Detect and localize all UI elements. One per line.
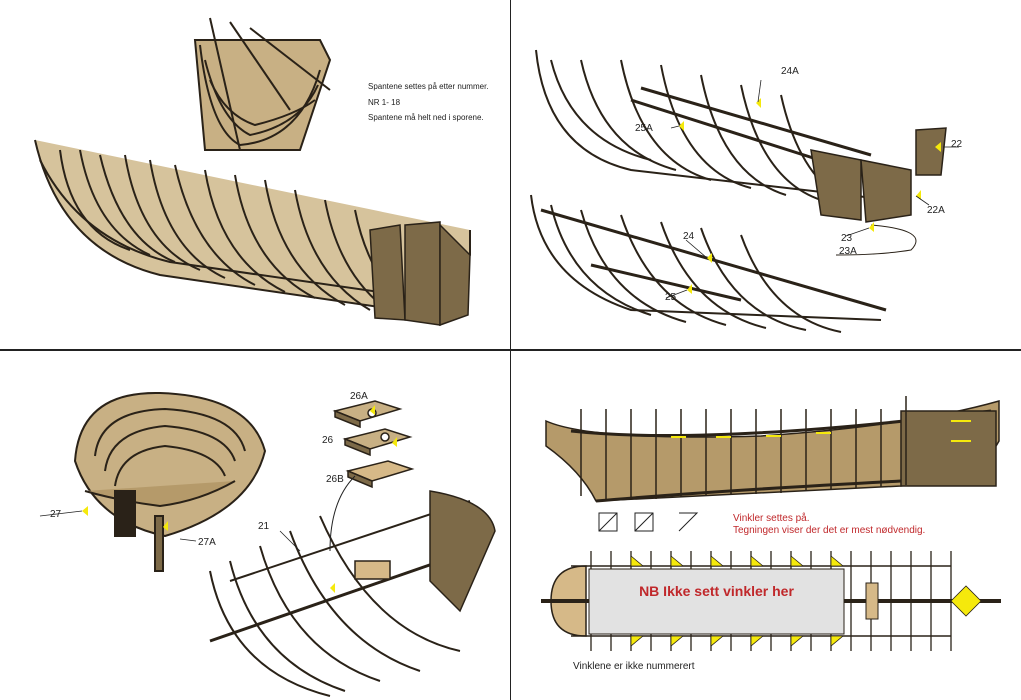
footer-note: Vinklene er ikke nummerert bbox=[573, 661, 695, 672]
label-26b: 26B bbox=[326, 474, 344, 485]
label-25: 25 bbox=[665, 292, 677, 303]
note-line-1: Spantene settes på etter nummer. bbox=[368, 82, 489, 91]
square-diagonal-icon bbox=[634, 512, 654, 532]
deck-parts-illustration bbox=[39, 391, 496, 697]
stringers-illustration bbox=[530, 49, 959, 333]
label-22: 22 bbox=[951, 139, 963, 150]
label-24a: 24A bbox=[781, 66, 799, 77]
instruction-line-1: Vinkler settes på. bbox=[733, 513, 810, 524]
label-23: 23 bbox=[841, 233, 853, 244]
label-27a: 27A bbox=[198, 537, 216, 548]
no-bracket-warning: NB Ikke sett vinkler her bbox=[639, 583, 794, 599]
note-line-3: Spantene må helt ned i sporene. bbox=[368, 113, 484, 122]
hull-frames-illustration bbox=[34, 17, 471, 327]
label-23a: 23A bbox=[839, 246, 857, 257]
panel-brackets: Vinkler settes på. Tegningen viser der d… bbox=[511, 351, 1021, 700]
brackets-illustration bbox=[541, 396, 1001, 651]
label-22a: 22A bbox=[927, 205, 945, 216]
panel-deck-parts: 26A 26 26B 27 27A 21 bbox=[0, 351, 510, 700]
corner-bracket-icon bbox=[678, 512, 699, 532]
label-25a: 25A bbox=[635, 123, 653, 134]
label-26: 26 bbox=[322, 435, 334, 446]
panel-stringers-assembly: 24A 25A 22 22A 23 23A 24 25 bbox=[511, 0, 1021, 349]
label-21: 21 bbox=[258, 521, 270, 532]
horizontal-divider bbox=[0, 349, 1021, 351]
panel-frames-assembly: Spantene settes på etter nummer. NR 1- 1… bbox=[0, 0, 510, 349]
label-24: 24 bbox=[683, 231, 695, 242]
note-line-2: NR 1- 18 bbox=[368, 98, 401, 107]
label-26a: 26A bbox=[350, 391, 368, 402]
instruction-line-2: Tegningen viser der det er mest nødvendi… bbox=[733, 525, 926, 536]
no-bracket-zone bbox=[588, 568, 845, 635]
square-diagonal-icon bbox=[598, 512, 618, 532]
label-27: 27 bbox=[50, 509, 62, 520]
